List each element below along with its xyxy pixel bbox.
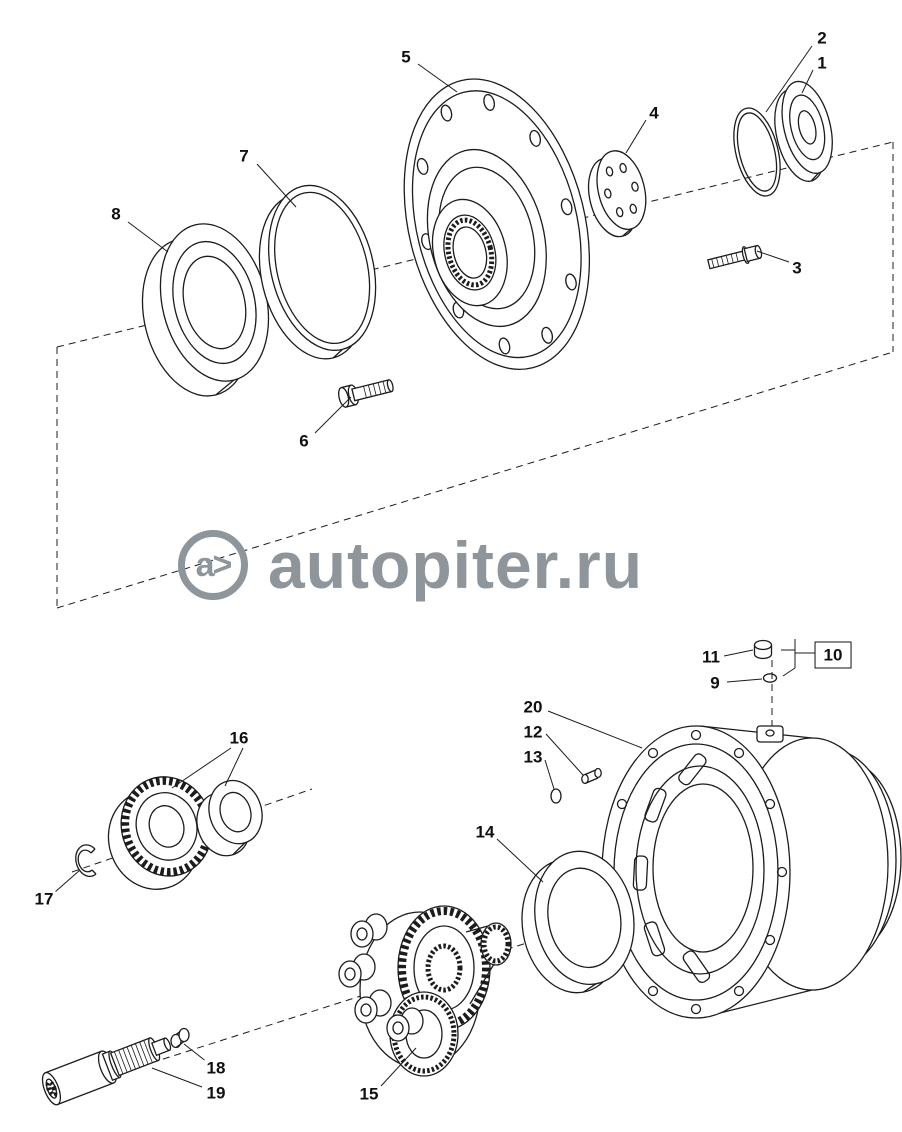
part-19-shaft-drawing — [41, 1037, 172, 1106]
callout-leader-lines — [54, 45, 814, 1088]
part-9-ring-drawing — [762, 673, 778, 683]
part-callout-4[interactable]: 4 — [647, 103, 661, 123]
part-callout-11[interactable]: 11 — [700, 647, 722, 667]
part-callout-13[interactable]: 13 — [521, 747, 545, 767]
part-20-housing-drawing — [601, 725, 902, 1019]
part-8-bearing-drawing — [141, 223, 270, 397]
part-6-bolt-drawing — [338, 379, 394, 408]
part-1-cap-drawing — [774, 80, 833, 182]
part-callout-6[interactable]: 6 — [297, 431, 311, 451]
part-18-plug-drawing — [170, 1027, 190, 1049]
part-12-breather-drawing — [581, 767, 602, 785]
part-3-bolt-drawing — [707, 244, 763, 270]
part-2-oring-drawing — [733, 107, 781, 197]
part-16-gear-drawing — [107, 776, 213, 890]
part-callout-20[interactable]: 20 — [521, 697, 545, 717]
part-11-plug-drawing — [753, 639, 773, 660]
part-callout-9[interactable]: 9 — [708, 673, 722, 693]
part-callout-12[interactable]: 12 — [521, 722, 545, 742]
part-callout-19[interactable]: 19 — [204, 1083, 228, 1103]
part-16-bushing-drawing — [196, 779, 263, 857]
part-4-disc-drawing — [587, 150, 647, 238]
callout-10-bracket — [781, 639, 815, 677]
part-callout-1[interactable]: 1 — [815, 53, 829, 73]
part-callout-16[interactable]: 16 — [227, 728, 251, 748]
part-17-snapring-drawing — [75, 844, 97, 878]
part-14-seal-drawing — [521, 850, 635, 994]
part-callout-17[interactable]: 17 — [32, 889, 56, 909]
part-callout-5[interactable]: 5 — [399, 47, 413, 67]
part-callout-15[interactable]: 15 — [357, 1084, 381, 1104]
part-callout-10[interactable]: 10 — [814, 641, 852, 669]
part-callout-18[interactable]: 18 — [204, 1058, 228, 1078]
part-5-hub-drawing — [403, 78, 591, 371]
part-15-carrier-drawing — [338, 905, 512, 1077]
part-callout-7[interactable]: 7 — [237, 146, 251, 166]
part-13-oring-drawing — [550, 788, 562, 804]
part-callout-3[interactable]: 3 — [790, 258, 804, 278]
part-7-ring-drawing — [258, 184, 377, 360]
part-callout-14[interactable]: 14 — [473, 822, 497, 842]
part-callout-8[interactable]: 8 — [109, 204, 123, 224]
part-callout-2[interactable]: 2 — [815, 28, 829, 48]
